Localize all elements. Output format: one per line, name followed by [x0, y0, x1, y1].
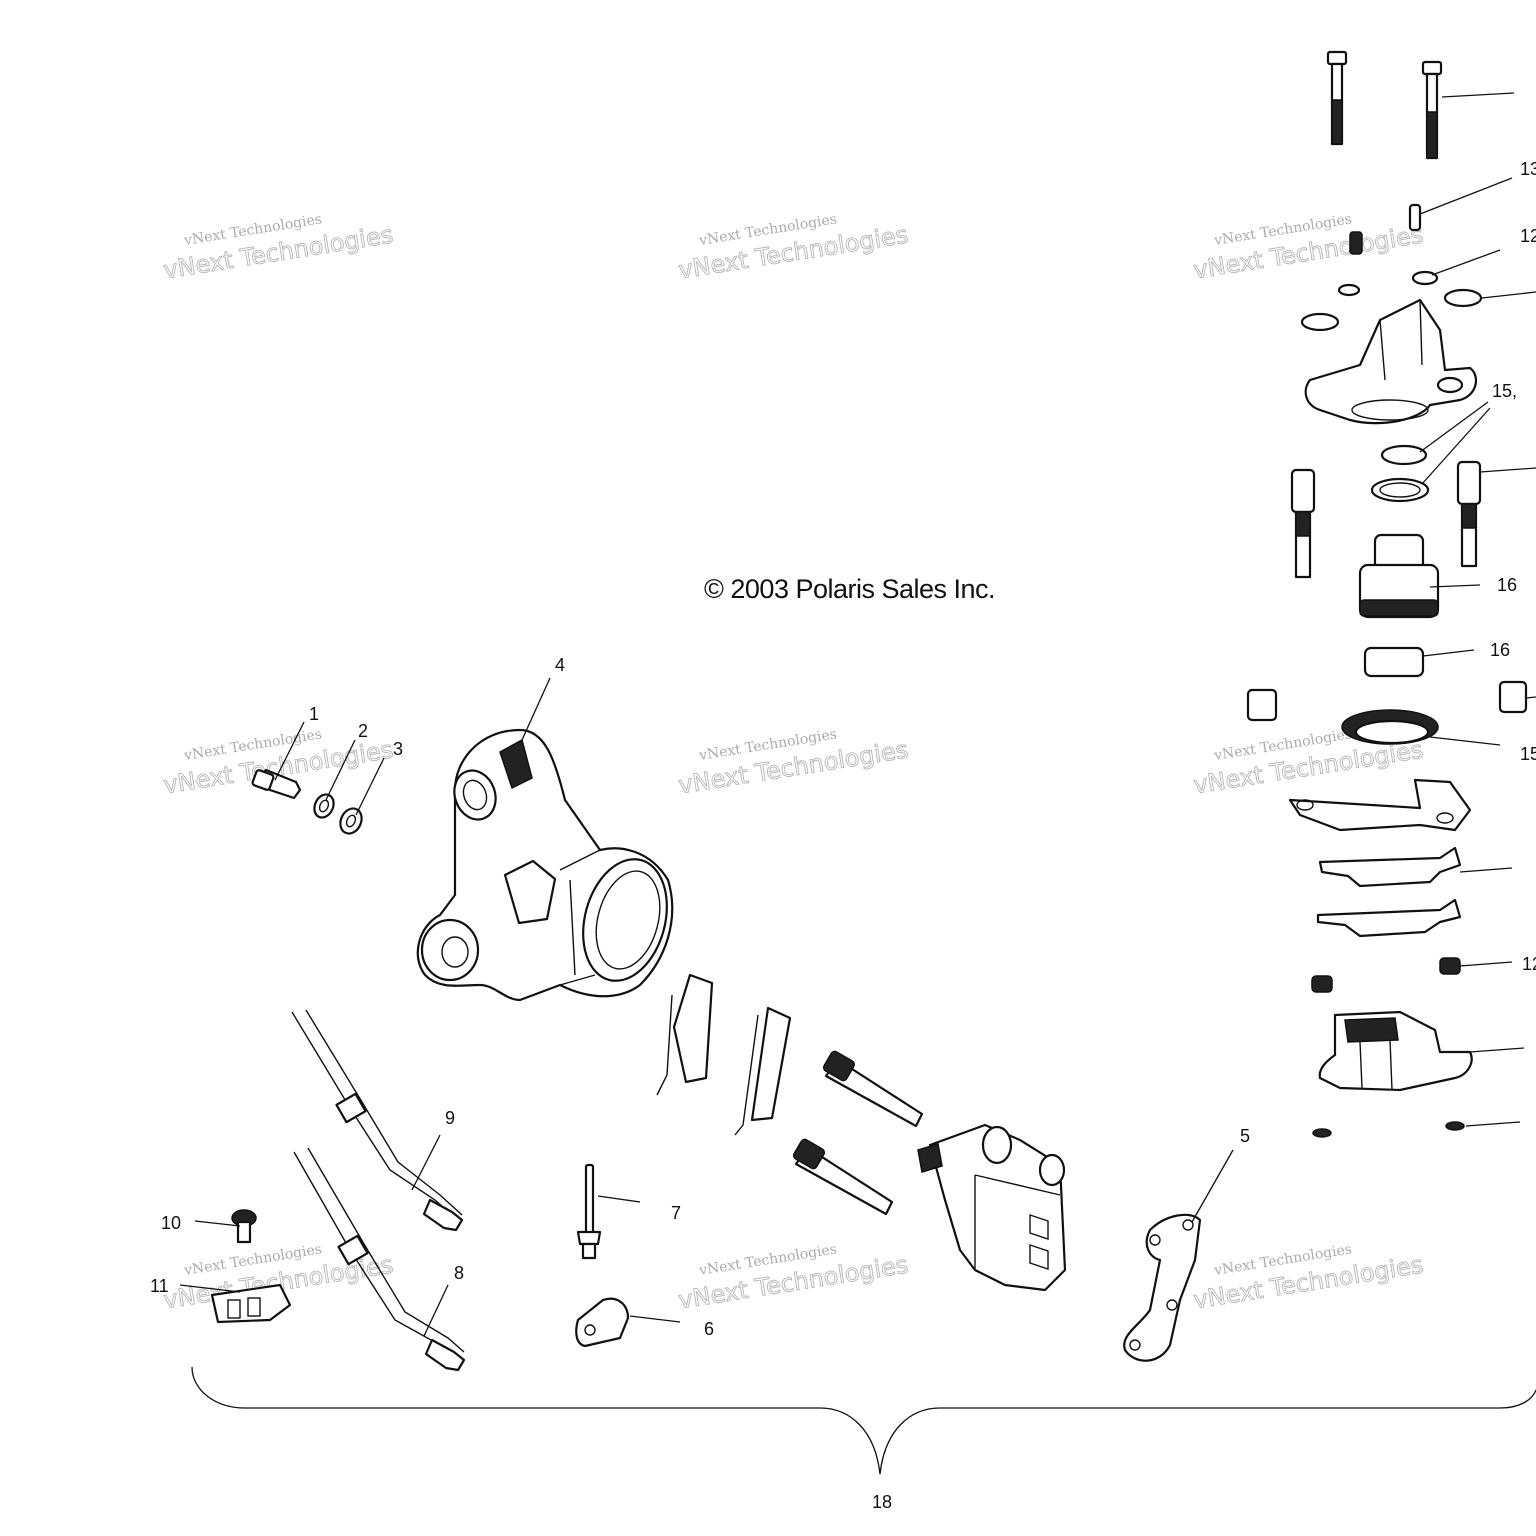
- part-7-rivet: [576, 1163, 602, 1260]
- copyright-notice: © 2003 Polaris Sales Inc.: [704, 574, 995, 604]
- part-9-brake-line: [291, 1009, 464, 1232]
- brake-pad-right-b: [1316, 898, 1462, 938]
- callout-15-lower: 15: [1520, 744, 1536, 764]
- leader-lines: [179, 92, 1536, 1337]
- part-8-brake-line: [293, 1147, 466, 1372]
- bleeder-valve: [1408, 203, 1422, 232]
- right-bracket-plate: [1288, 778, 1472, 832]
- callout-8: 8: [454, 1263, 464, 1283]
- brake-pad-left-a: [656, 973, 714, 1096]
- watermark: vNext Technologies vNext Technologies: [1191, 1241, 1425, 1315]
- watermark: vNext Technologies vNext Technologies: [1191, 211, 1425, 285]
- part-5-bracket: [1123, 1213, 1202, 1362]
- watermark-group: vNext Technologies vNext Technologies vN…: [161, 211, 1425, 1315]
- callout-7: 7: [671, 1203, 681, 1223]
- callout-13: 13: [1520, 159, 1536, 179]
- callout-3: 3: [393, 739, 403, 759]
- right-bushings: [1246, 680, 1528, 722]
- callout-12-lower: 12: [1522, 954, 1536, 974]
- callout-16-upper: 16: [1497, 575, 1517, 595]
- watermark: vNext Technologies vNext Technologies: [676, 211, 910, 285]
- right-bottom-nuts: [1312, 1121, 1465, 1138]
- part-4-knuckle: [416, 728, 674, 1002]
- part-2-washer: [313, 793, 335, 819]
- right-small-washers: [1300, 231, 1483, 332]
- assembly-brace: [191, 1366, 1536, 1475]
- part-10-screw: [231, 1209, 257, 1244]
- watermark: vNext Technologies vNext Technologies: [161, 211, 395, 285]
- watermark: vNext Technologies vNext Technologies: [676, 726, 910, 800]
- brake-pad-left-b: [734, 1006, 792, 1136]
- piston-16-lower: [1363, 646, 1425, 678]
- caliper-pin-lower: [792, 1138, 894, 1216]
- part-3-washer: [339, 807, 363, 835]
- caliper-right-lower: [1318, 1010, 1473, 1092]
- brake-pad-right-a: [1318, 846, 1462, 888]
- callout-10: 10: [161, 1213, 181, 1233]
- caliper-pin-upper: [822, 1050, 924, 1128]
- callout-1: 1: [309, 704, 319, 724]
- callout-9: 9: [445, 1108, 455, 1128]
- callout-labels: 1 2 3 4 5 6 7 8 9 10 11 12 13 15, 16 16 …: [150, 159, 1536, 1512]
- part-1-bolt: [251, 768, 302, 800]
- right-seals: [1370, 444, 1430, 503]
- callout-15-comma: 15,: [1492, 381, 1517, 401]
- part-11-clip: [210, 1283, 292, 1324]
- right-pins: [1290, 460, 1482, 579]
- right-small-caps: [1311, 957, 1461, 993]
- callout-18: 18: [872, 1492, 892, 1512]
- callout-16-lower: 16: [1490, 640, 1510, 660]
- piston-16-upper: [1358, 533, 1440, 619]
- right-bolts-top: [1326, 50, 1443, 160]
- seal-15-lower: [1341, 709, 1439, 745]
- callout-11: 11: [150, 1276, 169, 1296]
- caliper-right-upper: [1304, 298, 1478, 425]
- watermark: vNext Technologies vNext Technologies: [676, 1241, 910, 1315]
- callout-12-upper: 12: [1520, 226, 1536, 246]
- callout-5: 5: [1240, 1126, 1250, 1146]
- callout-2: 2: [358, 721, 368, 741]
- callout-6: 6: [704, 1319, 714, 1339]
- callout-4: 4: [555, 655, 565, 675]
- part-6-clamp: [575, 1297, 630, 1348]
- caliper-left: [917, 1123, 1067, 1292]
